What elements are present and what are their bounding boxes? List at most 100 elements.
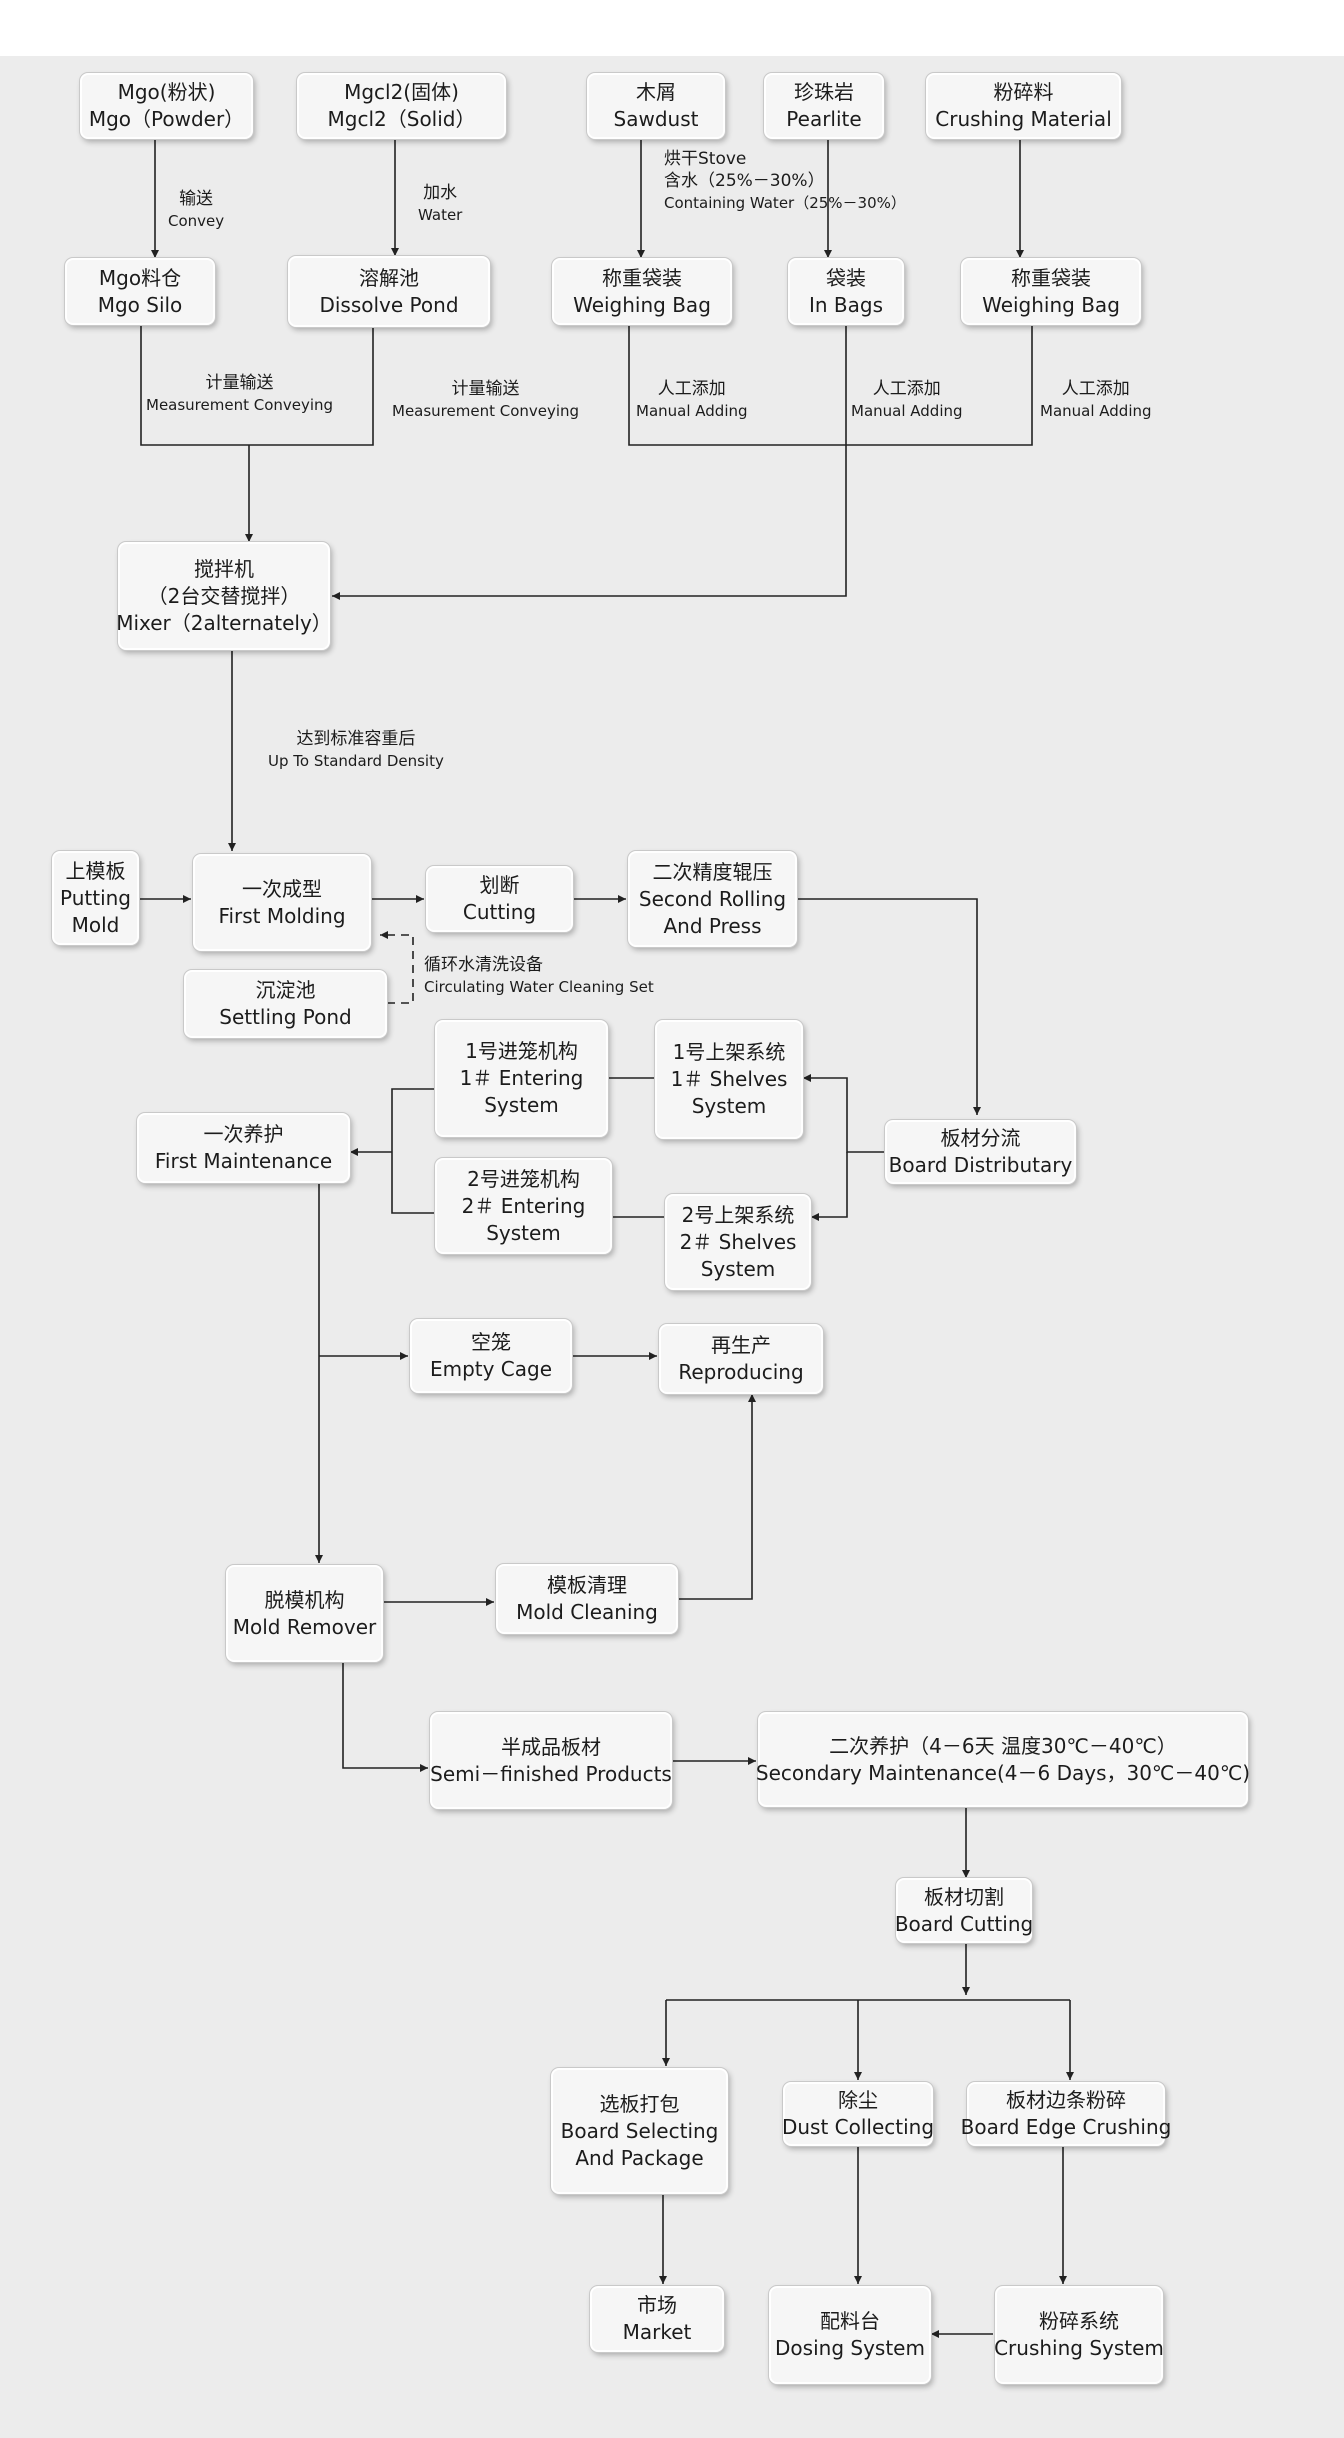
link-bags-to-mixer [332, 325, 847, 600]
node-first-molding-zh: 一次成型 [242, 876, 322, 901]
node-entering-1-en: 1＃ Entering [459, 1066, 584, 1090]
node-secondary-maintenance-en: Secondary Maintenance(4－6 Days，30℃－40℃) [755, 1760, 1251, 1785]
node-mgcl2-solid-zh: Mgcl2(固体) [344, 80, 459, 104]
node-shelves-2-en: 2＃ Shelves [679, 1229, 797, 1254]
label-manual-3-en: Manual Adding [1040, 402, 1152, 420]
node-semi-finished-en: Semi－finished Products [430, 1761, 672, 1786]
node-cutting: 划断 Cutting [426, 866, 573, 932]
label-circulating: 循环水清洗设备 Circulating Water Cleaning Set [424, 954, 654, 998]
link-distributary-split [803, 1074, 885, 1153]
node-board-selecting-en2: And Package [575, 2145, 704, 2170]
node-settling-pond-zh: 沉淀池 [255, 978, 316, 1002]
node-board-selecting: 选板打包 Board Selecting And Package [551, 2068, 728, 2194]
node-board-edge-crushing-en: Board Edge Crushing [960, 2115, 1172, 2139]
node-dust-collecting: 除尘 Dust Collecting [781, 2082, 935, 2146]
node-putting-mold-zh: 上模板 [65, 858, 126, 883]
node-shelves-1-zh: 1号上架系统 [672, 1040, 786, 1064]
node-pearlite: 珍珠岩 Pearlite [764, 73, 884, 139]
node-board-cutting-zh: 板材切割 [924, 1884, 1004, 1909]
node-reproducing-zh: 再生产 [711, 1333, 771, 1357]
node-entering-1: 1号进笼机构 1＃ Entering System [435, 1020, 608, 1137]
node-entering-2-zh: 2号进笼机构 [467, 1166, 580, 1191]
connector-layer [139, 139, 1074, 2338]
label-circulating-en: Circulating Water Cleaning Set [424, 978, 654, 996]
node-settling-pond-en: Settling Pond [219, 1005, 352, 1029]
node-first-maintenance-en: First Maintenance [154, 1149, 333, 1173]
label-manual-1-zh: 人工添加 [657, 379, 726, 399]
node-putting-mold: 上模板 Putting Mold [52, 851, 139, 945]
label-stove-en: Containing Water（25%－30%） [664, 194, 906, 212]
node-weighing-bag-1-zh: 称重袋装 [602, 265, 682, 290]
node-mgo-powder-zh: Mgo(粉状) [117, 80, 216, 104]
node-in-bags-en: In Bags [808, 292, 884, 317]
node-mgo-silo-zh: Mgo料仓 [98, 265, 182, 290]
node-shelves-1: 1号上架系统 1＃ Shelves System [655, 1020, 803, 1139]
node-dissolve-pond-en: Dissolve Pond [319, 292, 459, 317]
node-mold-cleaning-en: Mold Cleaning [516, 1600, 658, 1624]
label-manual-1-en: Manual Adding [636, 402, 748, 420]
node-second-rolling-en: Second Rolling [638, 886, 787, 911]
flowchart-canvas: Mgo(粉状) Mgo（Powder） Mgcl2(固体) Mgcl2（Soli… [0, 56, 1344, 2438]
node-crushing-material: 粉碎料 Crushing Material [926, 73, 1121, 139]
node-crushing-system: 粉碎系统 Crushing System [994, 2286, 1164, 2384]
label-manual-1: 人工添加 Manual Adding [636, 378, 748, 422]
link-cleaning-to-reproducing [678, 1394, 756, 1600]
node-second-rolling-zh: 二次精度辊压 [652, 859, 773, 884]
node-entering-2-en: 2＃ Entering [461, 1193, 586, 1218]
link-remover-to-semi-finished [342, 1662, 428, 1772]
label-measure-2: 计量输送 Measurement Conveying [392, 378, 579, 422]
node-mixer: 搅拌机 （2台交替搅拌） Mixer（2alternately） [116, 542, 332, 650]
node-empty-cage-zh: 空笼 [471, 1330, 511, 1354]
label-convey-en: Convey [168, 212, 225, 230]
node-mgcl2-solid-en: Mgcl2（Solid） [327, 107, 476, 131]
label-measure-2-zh: 计量输送 [451, 379, 520, 399]
node-market: 市场 Market [590, 2286, 724, 2352]
label-measure-2-en: Measurement Conveying [392, 402, 580, 420]
node-dust-collecting-zh: 除尘 [838, 2088, 878, 2112]
node-shelves-1-en2: System [691, 1094, 767, 1118]
node-board-cutting-en: Board Cutting [894, 1911, 1034, 1936]
label-density: 达到标准容重后 Up To Standard Density [268, 728, 444, 772]
node-pearlite-en: Pearlite [786, 107, 862, 131]
node-weighing-bag-2: 称重袋装 Weighing Bag [961, 258, 1141, 325]
node-mixer-en: Mixer（2alternately） [116, 610, 332, 635]
node-sawdust-en: Sawdust [613, 107, 699, 131]
node-shelves-1-en: 1＃ Shelves [670, 1067, 788, 1091]
node-cutting-zh: 划断 [479, 873, 520, 897]
node-crushing-material-en: Crushing Material [935, 107, 1112, 131]
link-circulating-water [380, 931, 414, 1004]
node-weighing-bag-2-en: Weighing Bag [982, 292, 1120, 317]
node-dissolve-pond-zh: 溶解池 [359, 265, 419, 290]
label-water: 加水 Water [418, 182, 462, 226]
node-board-distributary-zh: 板材分流 [940, 1126, 1021, 1150]
node-second-rolling-en2: And Press [663, 913, 762, 938]
label-manual-2-en: Manual Adding [851, 402, 963, 420]
node-board-selecting-en: Board Selecting [560, 2118, 719, 2143]
node-shelves-2-en2: System [700, 1256, 776, 1281]
link-rolling-to-distributary [797, 898, 981, 1115]
node-shelves-2-zh: 2号上架系统 [681, 1202, 795, 1227]
node-putting-mold-en: Putting [60, 885, 131, 910]
node-cutting-en: Cutting [462, 900, 537, 924]
node-dust-collecting-en: Dust Collecting [781, 2115, 935, 2139]
node-settling-pond: 沉淀池 Settling Pond [184, 970, 387, 1038]
node-mixer-zh: 搅拌机 [194, 556, 254, 581]
node-board-distributary-en: Board Distributary [888, 1153, 1073, 1177]
node-secondary-maintenance-zh: 二次养护（4－6天 温度30℃－40℃） [829, 1733, 1177, 1758]
node-mold-remover-en: Mold Remover [232, 1614, 377, 1639]
node-empty-cage-en: Empty Cage [429, 1357, 553, 1381]
node-in-bags: 袋装 In Bags [788, 258, 904, 325]
node-crushing-material-zh: 粉碎料 [993, 80, 1054, 104]
node-entering-2-en2: System [486, 1220, 561, 1245]
node-mgo-silo-en: Mgo Silo [97, 292, 183, 317]
node-mold-remover: 脱模机构 Mold Remover [226, 1565, 383, 1662]
node-mixer-zh2: （2台交替搅拌） [147, 583, 301, 608]
label-stove: 烘干Stove 含水（25%－30%） Containing Water（25%… [664, 148, 906, 214]
label-convey-zh: 输送 [179, 189, 214, 209]
node-second-rolling: 二次精度辊压 Second Rolling And Press [628, 851, 797, 947]
node-first-maintenance-zh: 一次养护 [203, 1122, 284, 1146]
label-convey: 输送 Convey [168, 188, 224, 232]
label-circulating-zh: 循环水清洗设备 [424, 955, 543, 975]
label-stove-zh: 烘干Stove [664, 149, 747, 169]
node-board-selecting-zh: 选板打包 [599, 2091, 680, 2116]
